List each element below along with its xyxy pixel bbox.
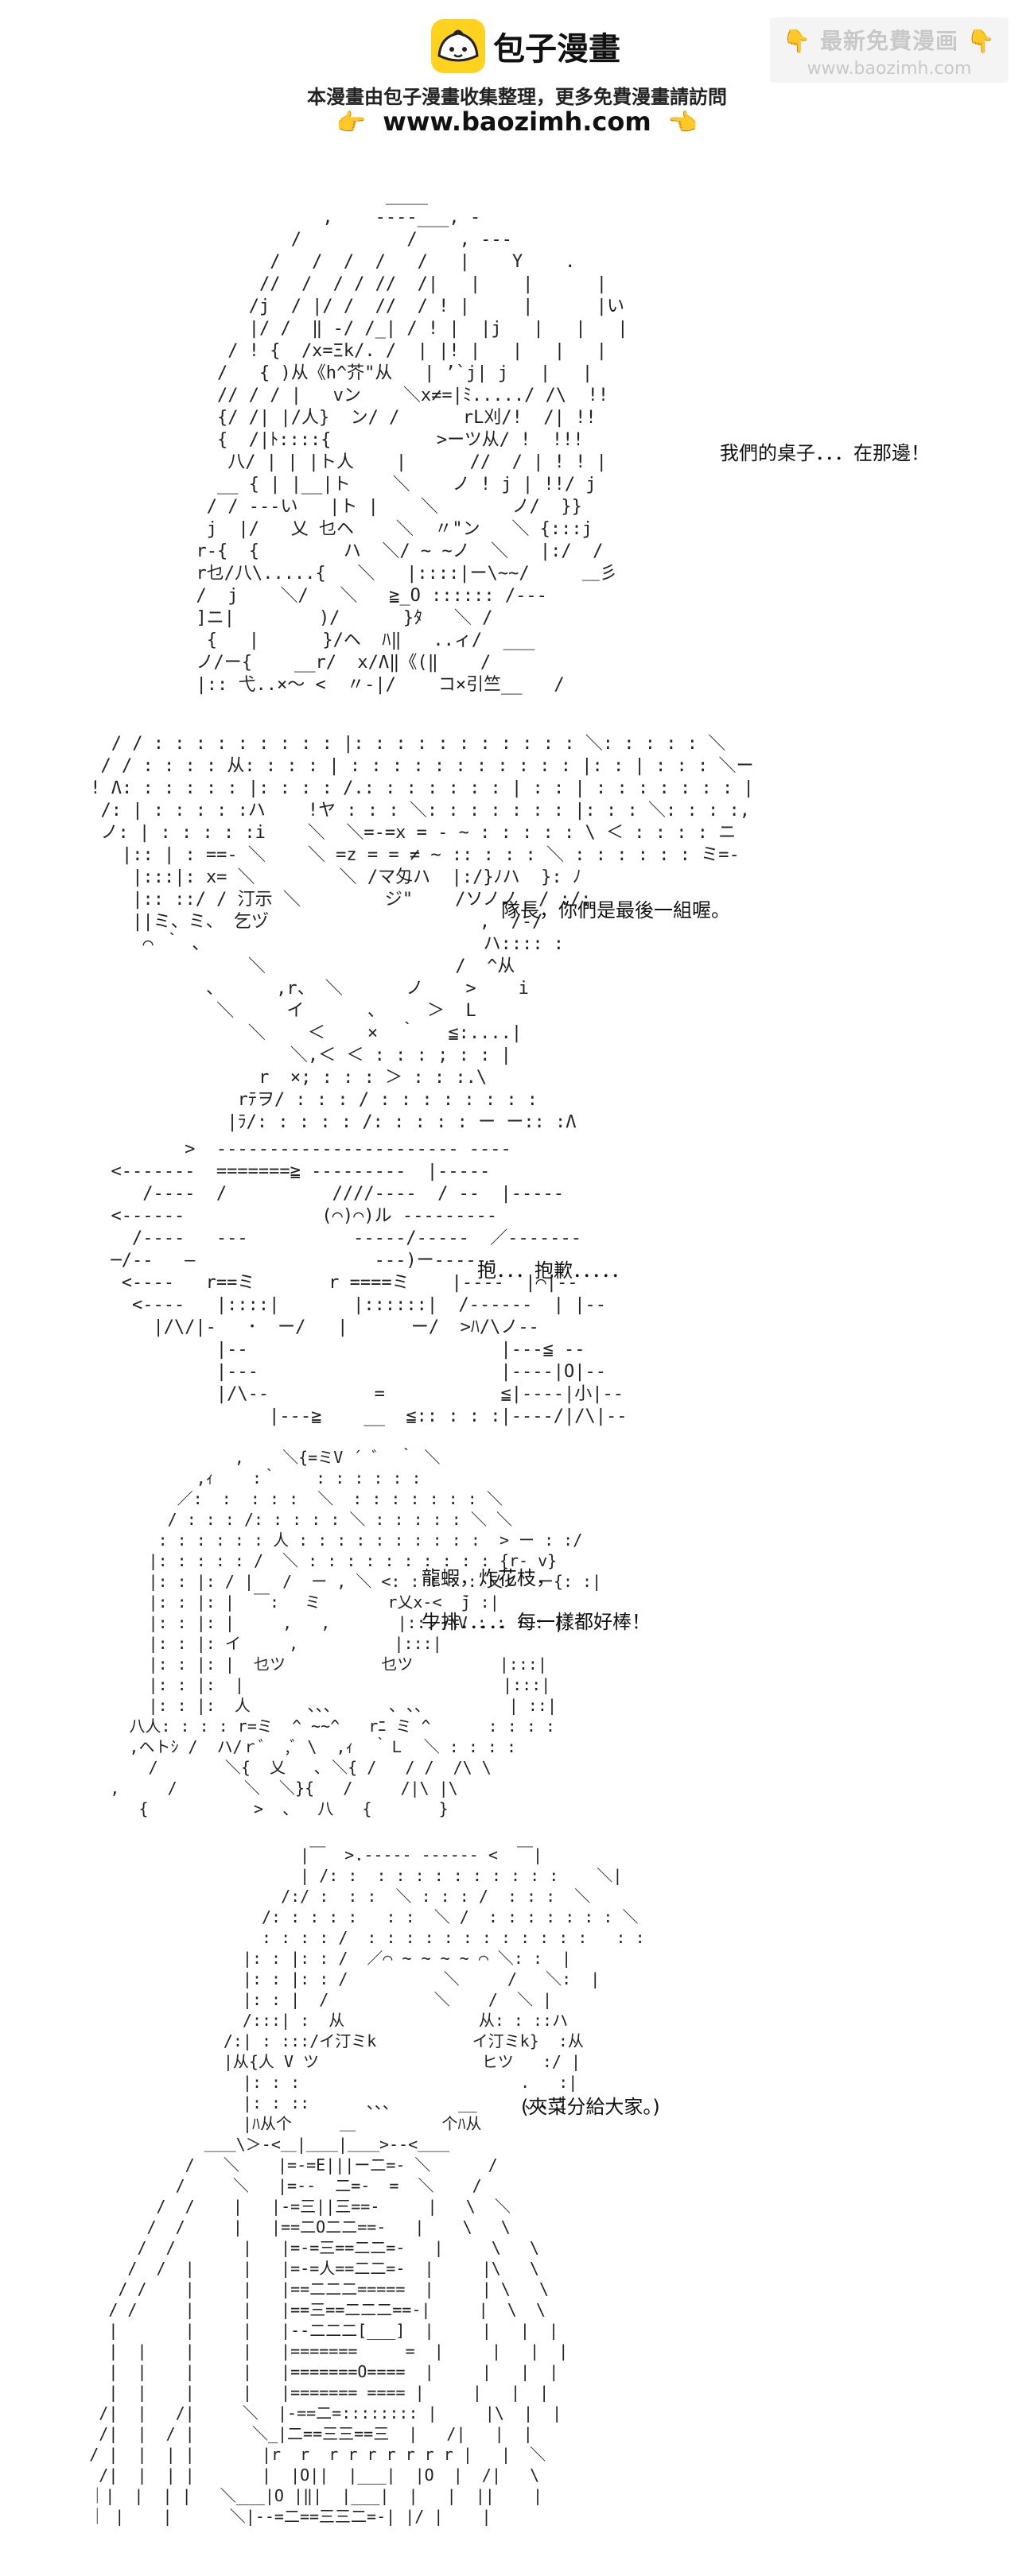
comic-panel-1: ____ , ----___, - / / , --- / / / / / | … bbox=[0, 167, 1034, 695]
site-logo[interactable]: 包子漫畫 bbox=[430, 17, 620, 75]
ascii-art-girl-pointing: ____ , ----___, - / / , --- / / / / / | … bbox=[196, 185, 628, 695]
dialogue-caption: 抱．．．抱歉．．．．． bbox=[477, 1259, 630, 1282]
pointing-down-hand-icon: 👇 bbox=[783, 28, 812, 54]
dialogue-caption: 龍蝦，炸花枝， bbox=[422, 1567, 555, 1589]
tagline: 本漫畫由包子漫畫收集整理，更多免費漫畫請訪問 bbox=[307, 86, 727, 108]
logo-text: 包子漫畫 bbox=[493, 31, 620, 68]
watermark-url: www.baozimh.com bbox=[807, 59, 972, 79]
comic-panel-2: / / : : : : : : : : : |: : : : : : : : :… bbox=[0, 716, 1034, 1132]
watermark-title: 最新免費漫画 bbox=[819, 28, 958, 54]
comic-panel-5: |￣ >.----- ------ < ￣| | /: : : : : : : … bbox=[0, 1829, 1034, 2568]
site-header: 包子漫畫 本漫畫由包子漫畫收集整理，更多免費漫畫請訪問 👉 www.baozim… bbox=[0, 0, 1034, 151]
comic-panel-4: , ＼{=ミV ´ ﾞ ｀ ＼ ,ｨ :｀ : : : : : : ／: : :… bbox=[0, 1431, 1034, 1818]
pointing-left-hand-icon: 👈 bbox=[667, 109, 698, 137]
dialogue-caption: 我們的桌子．．．在那邊！ bbox=[720, 442, 930, 464]
ascii-art-apologetic-face: > ----------------------- ---- <------- … bbox=[111, 1139, 628, 1426]
site-url-link[interactable]: www.baozimh.com bbox=[383, 107, 651, 137]
watermark: 👇 最新免費漫画 👇 www.baozimh.com bbox=[770, 17, 1009, 83]
pointing-right-hand-icon: 👉 bbox=[336, 109, 367, 137]
site-url-row[interactable]: 👉 www.baozimh.com 👈 bbox=[0, 107, 1034, 137]
ascii-art-butler-serving: |￣ >.----- ------ < ￣| | /: : : : : : : … bbox=[89, 1845, 645, 2526]
dialogue-caption: (夾菜分給大家。) bbox=[521, 2096, 660, 2118]
baozi-logo-icon bbox=[431, 19, 485, 73]
watermark-title-row: 👇 最新免費漫画 👇 bbox=[770, 24, 1009, 56]
ascii-art-girl-looking-down: / / : : : : : : : : : |: : : : : : : : :… bbox=[90, 734, 754, 1132]
ascii-art-happy-girl: , ＼{=ミV ´ ﾞ ｀ ＼ ,ｨ :｀ : : : : : : ／: : :… bbox=[110, 1448, 602, 1818]
dialogue-caption: 牛排．．．．．每一樣都好棒！ bbox=[422, 1611, 651, 1633]
comic-panel-3: > ----------------------- ---- <------- … bbox=[0, 1121, 1034, 1426]
pointing-down-hand-icon: 👇 bbox=[966, 28, 996, 54]
dialogue-caption: 隊長，你們是最後一組喔。 bbox=[501, 899, 730, 921]
